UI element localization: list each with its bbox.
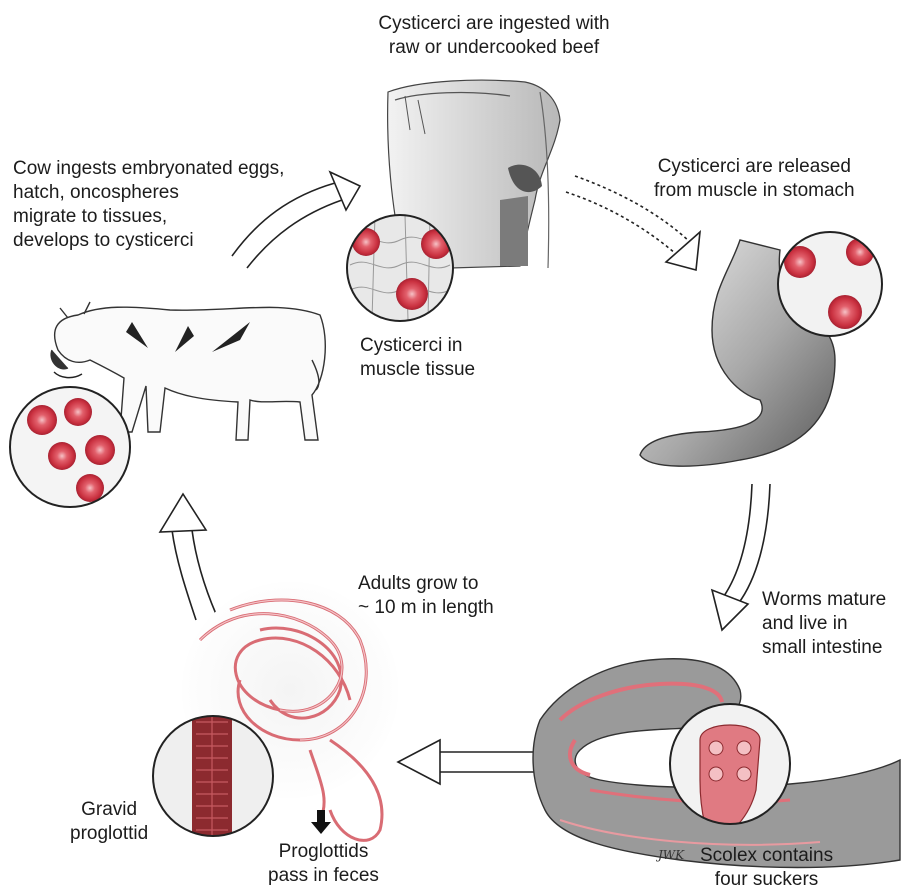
muscle-tissue-magnifier (347, 215, 453, 321)
label-worms-mature-line3: small intestine (762, 636, 886, 660)
label-ingested-line2: raw or undercooked beef (324, 36, 664, 60)
label-worms-mature: Worms mature and live in small intestine (762, 588, 886, 660)
label-gravid: Gravid proglottid (70, 798, 148, 846)
label-cow-ingests-line1: Cow ingests embryonated eggs, (13, 157, 284, 181)
label-released-line2: from muscle in stomach (654, 179, 855, 203)
label-scolex-line2: four suckers (700, 868, 833, 892)
stomach-illustration (640, 232, 882, 466)
label-released: Cysticerci are released from muscle in s… (654, 155, 855, 203)
label-cow-ingests-line4: develops to cysticerci (13, 229, 284, 253)
gravid-proglottid-magnifier (153, 714, 273, 838)
label-proglottids-pass-line1: Proglottids (268, 840, 379, 864)
label-proglottids-pass: Proglottids pass in feces (268, 840, 379, 888)
label-worms-mature-line2: and live in (762, 612, 886, 636)
label-cow-ingests: Cow ingests embryonated eggs, hatch, onc… (13, 157, 284, 253)
cow-eggs-magnifier (10, 387, 130, 507)
label-adults-grow-line1: Adults grow to (358, 572, 494, 596)
label-ingested: Cysticerci are ingested with raw or unde… (324, 12, 664, 60)
label-scolex: Scolex contains four suckers (700, 844, 833, 892)
illustrator-signature: JWK (658, 848, 684, 862)
label-ingested-line1: Cysticerci are ingested with (324, 12, 664, 36)
label-cow-ingests-line3: migrate to tissues, (13, 205, 284, 229)
label-adults-grow: Adults grow to ~ 10 m in length (358, 572, 494, 620)
label-muscle-tissue: Cysticerci in muscle tissue (360, 334, 475, 382)
label-gravid-line2: proglottid (70, 822, 148, 846)
label-proglottids-pass-line2: pass in feces (268, 864, 379, 888)
down-arrow (311, 810, 331, 834)
label-scolex-line1: Scolex contains (700, 844, 833, 868)
label-cow-ingests-line2: hatch, oncospheres (13, 181, 284, 205)
label-muscle-tissue-line1: Cysticerci in (360, 334, 475, 358)
arrow-intestine-to-worms (398, 740, 545, 784)
arrow-worms-to-cow (160, 494, 216, 620)
label-released-line1: Cysticerci are released (654, 155, 855, 179)
label-adults-grow-line2: ~ 10 m in length (358, 596, 494, 620)
label-worms-mature-line1: Worms mature (762, 588, 886, 612)
label-muscle-tissue-line2: muscle tissue (360, 358, 475, 382)
label-gravid-line1: Gravid (70, 798, 148, 822)
